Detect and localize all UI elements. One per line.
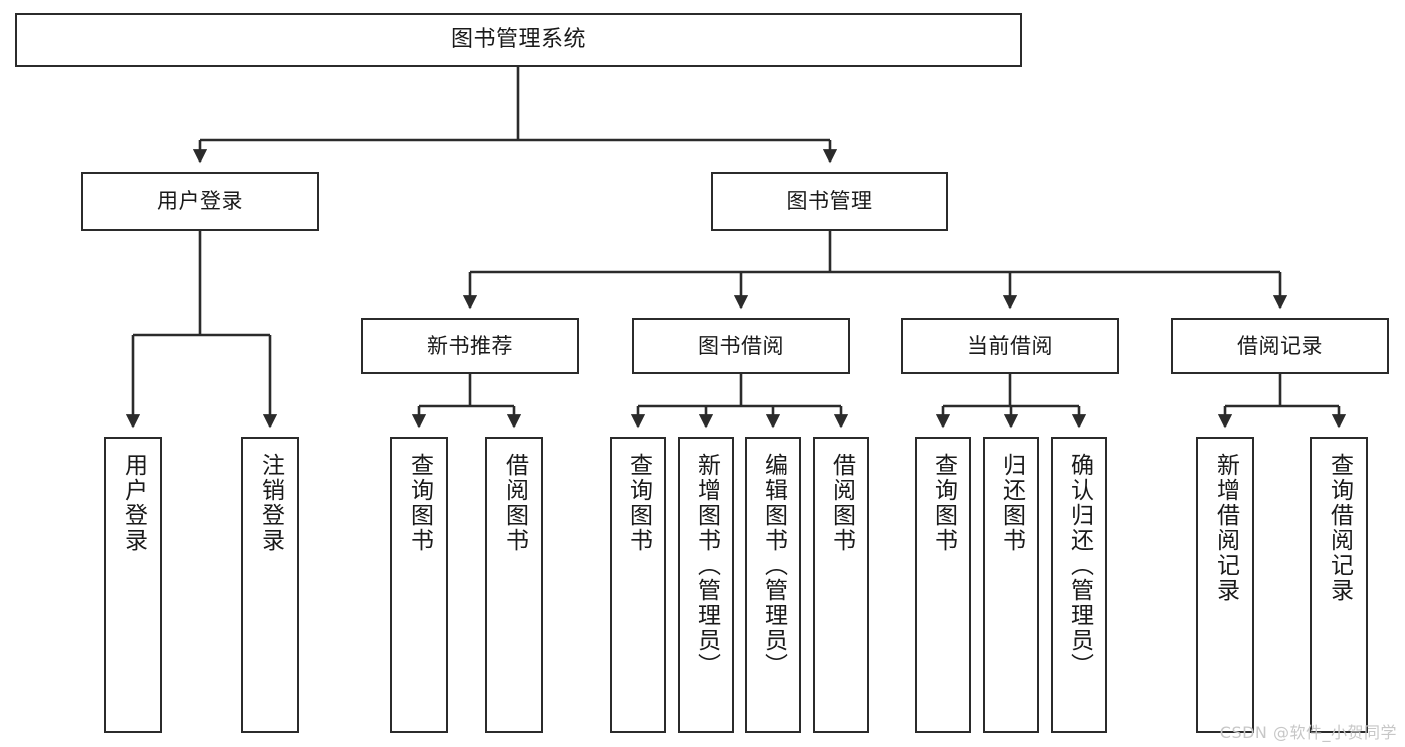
node-leaf-user-logout[interactable]: 注销登录 bbox=[241, 437, 299, 733]
node-book-manage[interactable]: 图书管理 bbox=[711, 172, 948, 231]
node-leaf-query-record[interactable]: 查询借阅记录 bbox=[1310, 437, 1368, 733]
node-label: 借阅图书 bbox=[501, 453, 528, 553]
node-label: 图书管理 bbox=[786, 189, 873, 214]
node-label: 查询借阅记录 bbox=[1326, 453, 1353, 603]
node-leaf-add-book[interactable]: 新增图书（管理员） bbox=[678, 437, 734, 733]
node-new-book-recommend[interactable]: 新书推荐 bbox=[361, 318, 579, 374]
node-root-system[interactable]: 图书管理系统 bbox=[15, 13, 1022, 67]
node-leaf-borrow-book-2[interactable]: 借阅图书 bbox=[813, 437, 869, 733]
node-leaf-user-login[interactable]: 用户登录 bbox=[104, 437, 162, 733]
node-current-borrow[interactable]: 当前借阅 bbox=[901, 318, 1119, 374]
node-label: 归还图书 bbox=[998, 453, 1025, 553]
csdn-watermark: CSDN @软件_小贺同学 bbox=[1219, 723, 1397, 742]
node-label: 查询图书 bbox=[406, 453, 433, 553]
node-leaf-edit-book[interactable]: 编辑图书（管理员） bbox=[745, 437, 801, 733]
node-label: 注销登录 bbox=[257, 453, 284, 553]
node-leaf-query-book-3[interactable]: 查询图书 bbox=[915, 437, 971, 733]
node-label: 新增图书（管理员） bbox=[693, 453, 720, 678]
node-label: 用户登录 bbox=[157, 189, 243, 214]
node-borrow-record[interactable]: 借阅记录 bbox=[1171, 318, 1389, 374]
node-label: 新增借阅记录 bbox=[1212, 453, 1239, 603]
node-label: 编辑图书（管理员） bbox=[760, 453, 787, 678]
node-leaf-return-book[interactable]: 归还图书 bbox=[983, 437, 1039, 733]
node-label: 用户登录 bbox=[120, 453, 147, 553]
node-label: 查询图书 bbox=[930, 453, 957, 553]
node-leaf-borrow-book-1[interactable]: 借阅图书 bbox=[485, 437, 543, 733]
node-leaf-query-book-1[interactable]: 查询图书 bbox=[390, 437, 448, 733]
node-leaf-query-book-2[interactable]: 查询图书 bbox=[610, 437, 666, 733]
node-label: 借阅记录 bbox=[1237, 333, 1323, 358]
node-leaf-add-record[interactable]: 新增借阅记录 bbox=[1196, 437, 1254, 733]
node-book-borrow[interactable]: 图书借阅 bbox=[632, 318, 850, 374]
node-label: 查询图书 bbox=[625, 453, 652, 553]
node-label: 新书推荐 bbox=[427, 333, 513, 358]
node-label: 当前借阅 bbox=[967, 333, 1053, 358]
node-label: 图书借阅 bbox=[698, 333, 784, 358]
node-label: 图书管理系统 bbox=[450, 27, 586, 53]
node-label: 确认归还（管理员） bbox=[1066, 453, 1093, 678]
node-user-login[interactable]: 用户登录 bbox=[81, 172, 319, 231]
node-label: 借阅图书 bbox=[828, 453, 855, 553]
node-leaf-confirm-return[interactable]: 确认归还（管理员） bbox=[1051, 437, 1107, 733]
